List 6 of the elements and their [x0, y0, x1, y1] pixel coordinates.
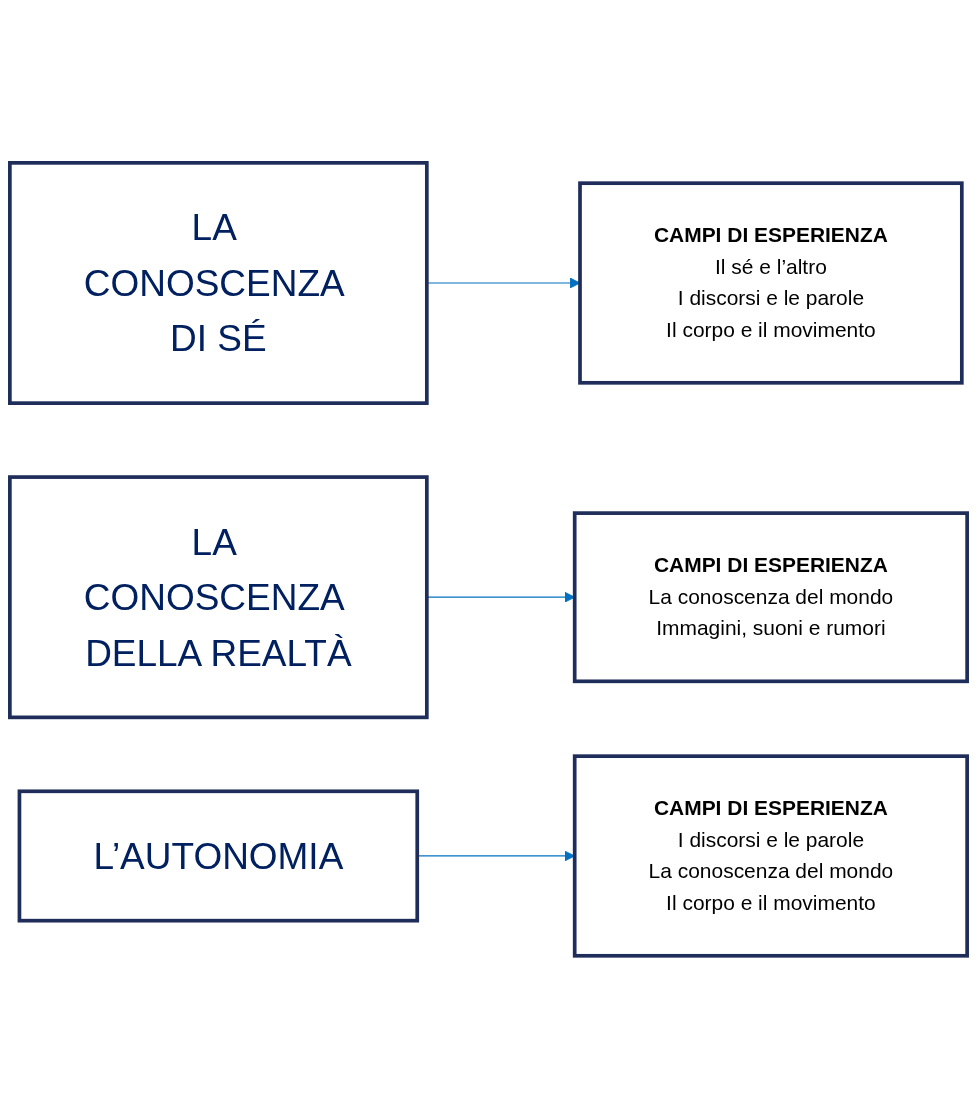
node-box: LA CONOSCENZA DELLA REALTÀ — [8, 475, 429, 720]
node-box: CAMPI DI ESPERIENZA I discorsi e le parole La conoscenza del mondo Il corpo e il movimento — [572, 754, 969, 958]
node-box: L’AUTONOMIA — [17, 789, 420, 923]
node-box: CAMPI DI ESPERIENZA Il sé e l’altro I discorsi e le parole Il corpo e il movimento — [578, 181, 964, 385]
node-box: CAMPI DI ESPERIENZA La conoscenza del mondo Immagini, suoni e rumori — [572, 511, 969, 684]
node-box: LA CONOSCENZA DI SÉ — [8, 161, 429, 406]
